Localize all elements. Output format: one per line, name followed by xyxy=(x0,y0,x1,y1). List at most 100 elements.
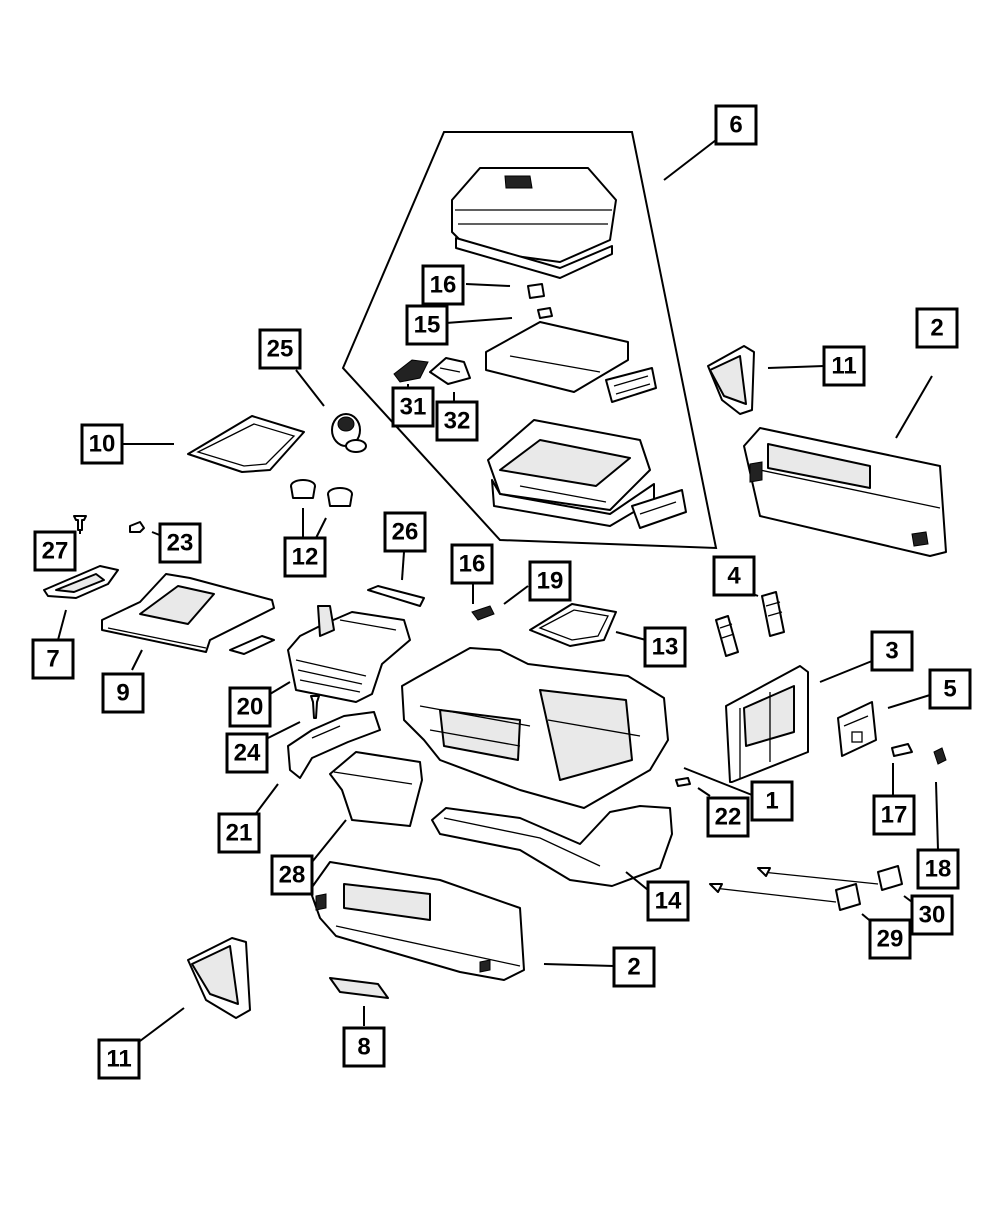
push-pin-part-27 xyxy=(73,515,87,531)
callout-30[interactable]: 30 xyxy=(910,894,954,936)
leader-21 xyxy=(253,783,279,817)
leader-13 xyxy=(615,631,647,641)
callout-3[interactable]: 3 xyxy=(870,630,914,672)
callout-label: 11 xyxy=(106,1046,131,1073)
callout-label: 20 xyxy=(237,694,264,721)
leader-lines xyxy=(57,139,939,1045)
callout-label: 28 xyxy=(279,862,306,889)
callout-1[interactable]: 1 xyxy=(750,780,794,822)
callout-label: 4 xyxy=(727,563,741,590)
bin-latch-part xyxy=(631,489,687,529)
wire-harness-part-30 xyxy=(757,865,903,891)
callout-22[interactable]: 22 xyxy=(706,796,750,838)
callout-7[interactable]: 7 xyxy=(31,638,75,680)
leader-24 xyxy=(267,721,301,739)
callout-28[interactable]: 28 xyxy=(270,854,314,896)
switch-bank-part-4 xyxy=(715,591,785,657)
leader-6 xyxy=(663,139,717,181)
callout-15[interactable]: 15 xyxy=(405,304,449,346)
callout-19[interactable]: 19 xyxy=(528,560,572,602)
callout-label: 10 xyxy=(89,431,116,458)
clip-part-16-upper xyxy=(527,283,545,299)
callout-20[interactable]: 20 xyxy=(228,686,272,728)
callout-31[interactable]: 31 xyxy=(391,386,435,428)
leader-11-upper xyxy=(767,365,825,369)
callout-10[interactable]: 10 xyxy=(80,423,124,465)
callout-label: 21 xyxy=(226,820,253,847)
callout-25[interactable]: 25 xyxy=(258,328,302,370)
callout-label: 2 xyxy=(930,315,943,342)
top-bezel-part-9 xyxy=(101,573,275,653)
callout-12[interactable]: 12 xyxy=(283,536,327,578)
callout-17[interactable]: 17 xyxy=(872,794,916,836)
callout-label: 32 xyxy=(444,408,471,435)
screw-part-15 xyxy=(537,307,553,319)
leader-3 xyxy=(819,660,873,683)
callout-18[interactable]: 18 xyxy=(916,848,960,890)
callout-13[interactable]: 13 xyxy=(643,626,687,668)
callout-11-upper[interactable]: 11 xyxy=(822,345,866,387)
screw-part-24 xyxy=(310,695,320,719)
latch-part xyxy=(605,367,657,403)
grommet-part-18 xyxy=(933,747,947,765)
callout-26[interactable]: 26 xyxy=(383,511,427,553)
callout-label: 1 xyxy=(765,788,778,815)
callout-label: 12 xyxy=(292,544,319,571)
callout-label: 29 xyxy=(877,926,904,953)
storage-bin-part-28 xyxy=(329,751,423,827)
leader-15 xyxy=(445,317,513,324)
callout-label: 3 xyxy=(885,638,898,665)
callout-23[interactable]: 23 xyxy=(158,522,202,564)
callout-label: 26 xyxy=(392,519,419,546)
callout-9[interactable]: 9 xyxy=(101,672,145,714)
callout-14[interactable]: 14 xyxy=(646,880,690,922)
callout-16-lower[interactable]: 16 xyxy=(450,543,494,585)
callout-label: 15 xyxy=(414,312,441,339)
callout-24[interactable]: 24 xyxy=(225,732,269,774)
callout-label: 9 xyxy=(116,680,129,707)
callout-2-lower[interactable]: 2 xyxy=(612,946,656,988)
callout-8[interactable]: 8 xyxy=(342,1026,386,1068)
callout-21[interactable]: 21 xyxy=(217,812,261,854)
callout-label: 5 xyxy=(943,676,956,703)
callout-label: 8 xyxy=(357,1034,370,1061)
leader-2-upper xyxy=(895,375,933,439)
callout-32[interactable]: 32 xyxy=(435,400,479,442)
callout-label: 23 xyxy=(167,530,194,557)
callout-label: 16 xyxy=(459,551,486,578)
leader-12b xyxy=(315,517,327,539)
mat-part-13 xyxy=(529,603,617,647)
cup-insert-part-12 xyxy=(290,479,353,507)
callout-label: 7 xyxy=(46,646,59,673)
nut-part-23 xyxy=(129,521,145,533)
callout-label: 22 xyxy=(715,804,742,831)
callout-label: 17 xyxy=(881,802,908,829)
leader-16-upper xyxy=(465,283,511,287)
callout-29[interactable]: 29 xyxy=(868,918,912,960)
side-panel-part-2-lower xyxy=(309,861,525,981)
bezel-gasket-part xyxy=(229,635,275,655)
bracket-part-21 xyxy=(287,711,381,779)
power-outlet-panel-part-5 xyxy=(837,701,877,757)
callout-11-lower[interactable]: 11 xyxy=(97,1038,141,1080)
callout-2-upper[interactable]: 2 xyxy=(915,307,959,349)
callout-6[interactable]: 6 xyxy=(714,104,758,146)
callout-label: 13 xyxy=(652,634,679,661)
corner-trim-part-11-lower xyxy=(187,937,251,1019)
trim-strip-part-26 xyxy=(367,585,425,607)
leader-5 xyxy=(887,694,931,709)
callout-4[interactable]: 4 xyxy=(712,555,756,597)
leader-7 xyxy=(57,609,67,641)
callout-5[interactable]: 5 xyxy=(928,668,972,710)
callout-16-upper[interactable]: 16 xyxy=(421,264,465,306)
lid-liner-part xyxy=(485,321,629,393)
side-panel-part-2-upper xyxy=(743,427,947,557)
fastener-part-22 xyxy=(675,777,691,787)
armrest-bin-part xyxy=(487,419,655,527)
callout-label: 14 xyxy=(655,888,682,915)
leader-18 xyxy=(935,781,939,851)
clip-part-16-lower xyxy=(471,605,495,621)
trim-plate-part-8 xyxy=(329,977,389,999)
callout-27[interactable]: 27 xyxy=(33,530,77,572)
